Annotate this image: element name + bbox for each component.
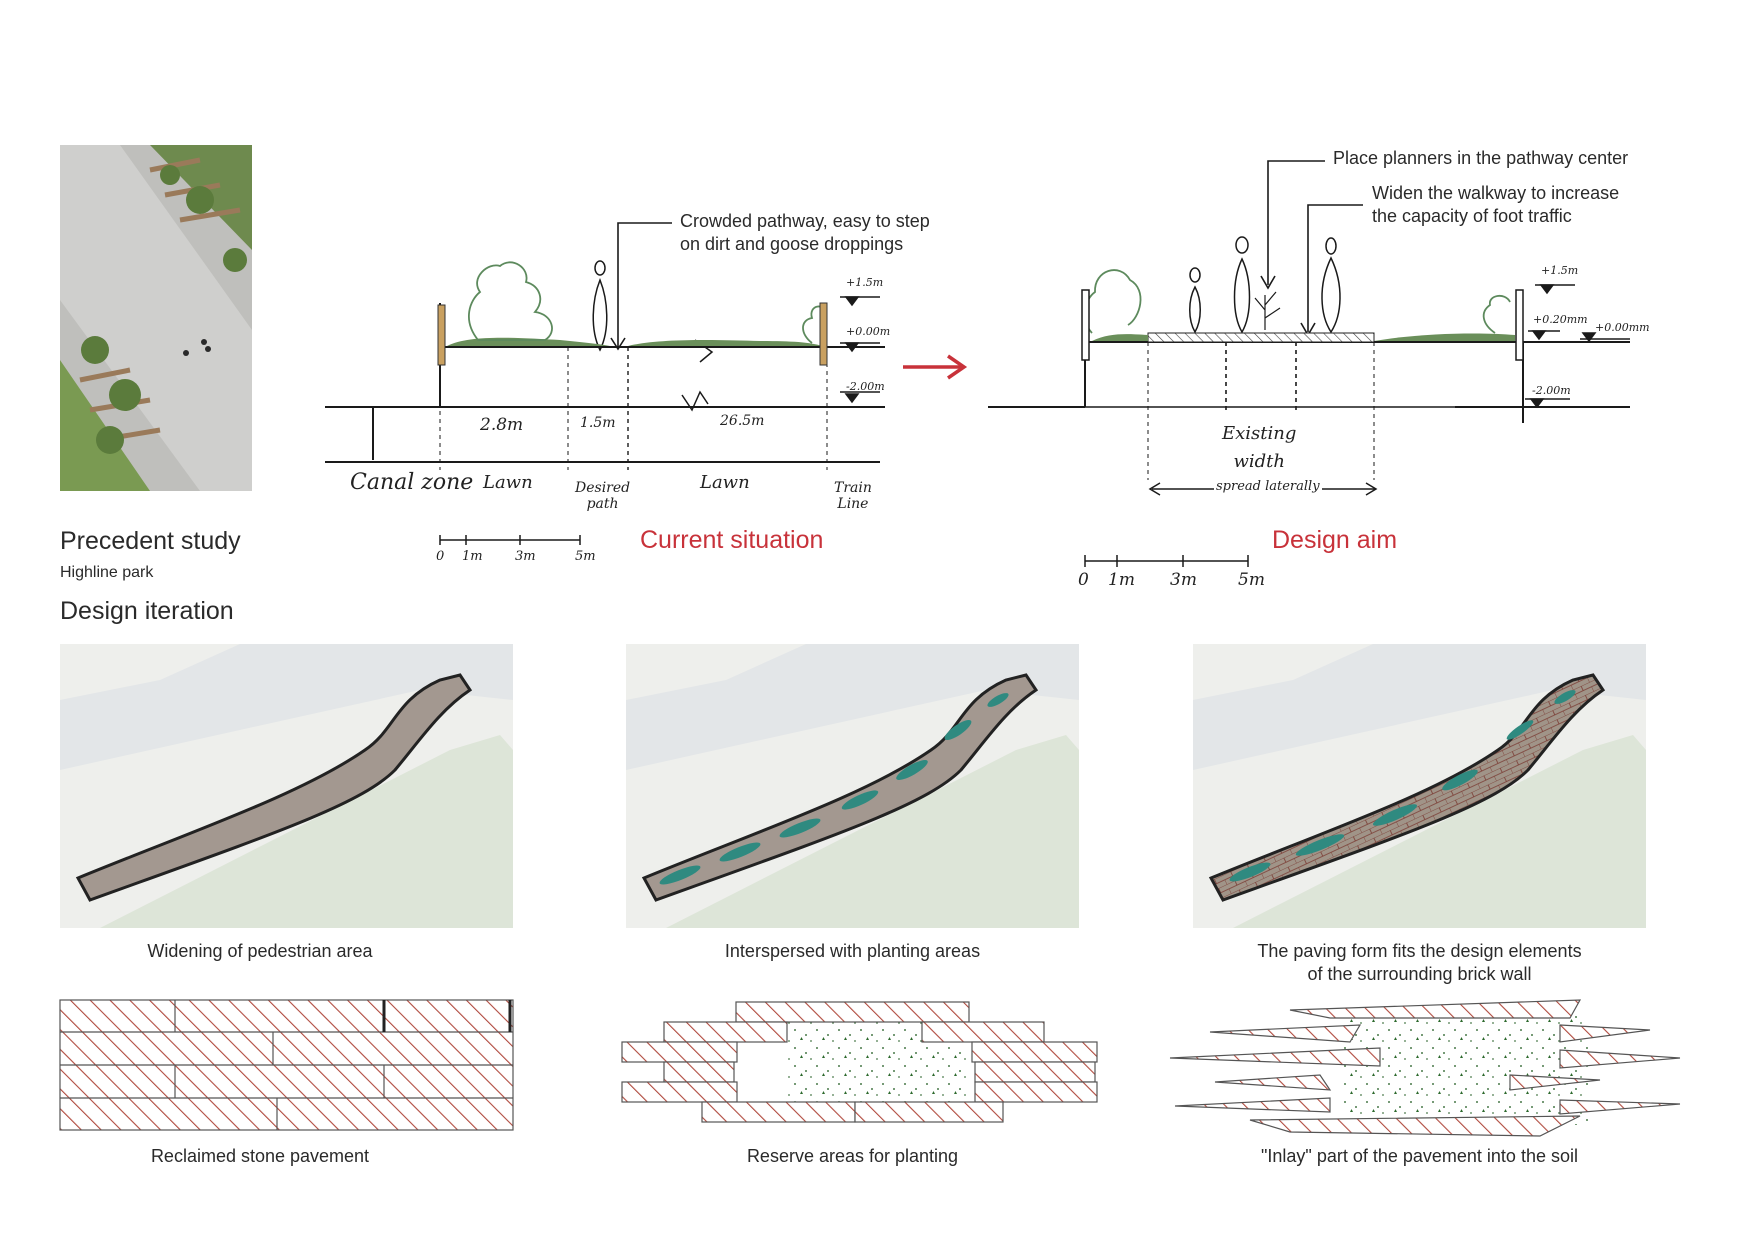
- current-lawn-left: [447, 337, 610, 346]
- current-level-low: -2.00m: [846, 380, 885, 393]
- current-scale-1: 1m: [462, 549, 483, 564]
- design-level-top: +1.5m: [1541, 264, 1579, 277]
- plan-planting: [626, 644, 1079, 928]
- current-dim-lawn: 2.8m: [480, 415, 524, 435]
- design-post-right: [1515, 289, 1524, 361]
- design-post-left: [1081, 289, 1090, 361]
- caption-pattern-stone: Reclaimed stone pavement: [150, 1146, 370, 1166]
- pattern-inlay: [1169, 999, 1681, 1137]
- zone-lawn-left: Lawn: [483, 472, 533, 493]
- design-level-ground: +0.00mm: [1595, 321, 1650, 334]
- current-level-top: +1.5m: [846, 276, 884, 289]
- pattern-reclaimed-stone: [59, 999, 514, 1131]
- plan-widening: [60, 644, 513, 928]
- current-title: Current situation: [640, 526, 824, 554]
- plan-brick-paving: [1193, 644, 1646, 928]
- transition-arrow-icon: [903, 354, 968, 380]
- design-scale-3: 3m: [1170, 570, 1197, 590]
- caption-plan-paving: The paving form fits the design elements…: [1257, 941, 1582, 984]
- current-dim-path: 1.5m: [580, 415, 616, 431]
- design-callout-widen: Widen the walkway to increase the capaci…: [1372, 183, 1620, 226]
- current-post-left: [437, 304, 446, 366]
- zone-canal: Canal zone: [350, 470, 474, 495]
- design-lawn-right: [1374, 333, 1515, 341]
- current-level-mid: +0.00m: [846, 325, 891, 338]
- caption-plan-planting: Interspersed with planting areas: [724, 941, 981, 961]
- design-tree: [1083, 269, 1511, 334]
- design-level-planter: +0.20mm: [1533, 313, 1588, 326]
- current-tree: [468, 261, 827, 344]
- iteration-title: Design iteration: [60, 597, 234, 625]
- current-scale-5: 5m: [575, 549, 596, 564]
- design-scale-0: 0: [1078, 570, 1089, 590]
- current-post-right: [819, 302, 828, 366]
- highline-photo: [60, 145, 252, 491]
- current-scale-3: 3m: [515, 549, 536, 564]
- caption-plan-widening: Widening of pedestrian area: [147, 941, 373, 961]
- design-scale-1: 1m: [1108, 570, 1135, 590]
- design-title: Design aim: [1272, 526, 1398, 554]
- pattern-planting-reserve: [621, 1001, 1098, 1123]
- current-callout: Crowded pathway, easy to step on dirt an…: [680, 211, 930, 254]
- current-dim-lawn2: 26.5m: [720, 413, 765, 429]
- precedent-title: Precedent study: [60, 527, 241, 555]
- design-spread-laterally: spread laterally: [1214, 479, 1322, 494]
- current-scale-0: 0: [436, 549, 445, 564]
- zone-lawn-right: Lawn: [700, 472, 750, 493]
- design-level-low: -2.00m: [1532, 384, 1571, 397]
- design-lawn-left: [1092, 334, 1148, 341]
- caption-pattern-planting: Reserve areas for planting: [746, 1146, 959, 1166]
- zone-train-line: Train Line: [834, 480, 872, 512]
- current-lawn-right: [628, 340, 822, 346]
- design-scale-5: 5m: [1238, 570, 1265, 590]
- design-existing-width: Existing width: [1222, 423, 1297, 472]
- caption-pattern-inlay: "Inlay" part of the pavement into the so…: [1261, 1146, 1578, 1166]
- zone-desired-path: Desired path: [575, 480, 631, 512]
- design-callout-planners: Place planners in the pathway center: [1333, 148, 1629, 168]
- precedent-subtitle: Highline park: [60, 564, 154, 581]
- design-widened-walkway: [1147, 332, 1375, 343]
